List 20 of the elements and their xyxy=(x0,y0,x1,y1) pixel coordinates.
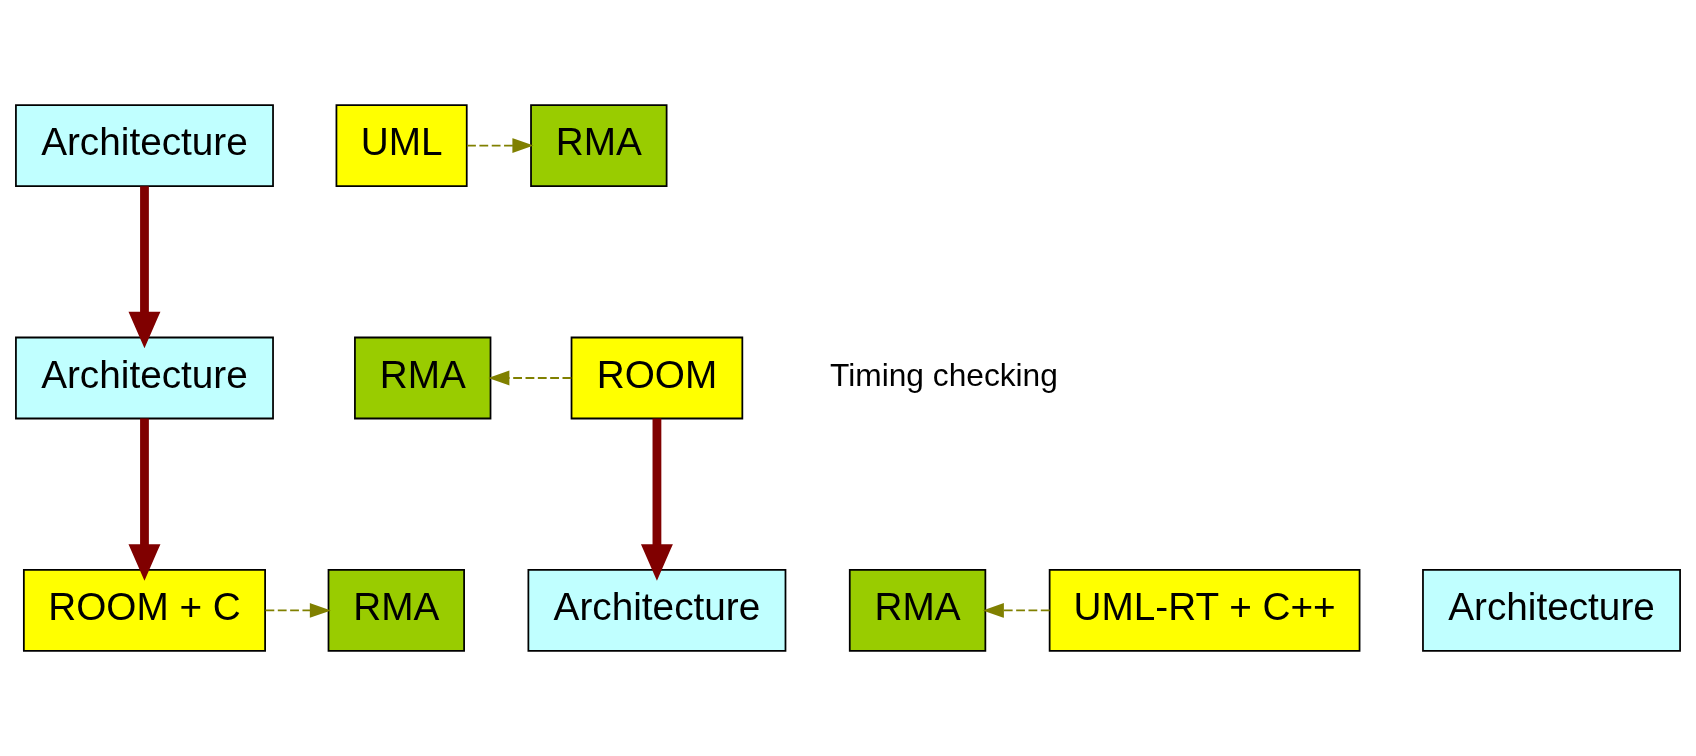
arrow xyxy=(982,603,1051,618)
arrow xyxy=(128,186,161,349)
node-box: Architecture xyxy=(527,569,787,652)
node-box: UML xyxy=(335,104,468,187)
node-box: RMA xyxy=(327,569,465,652)
node-box: RMA xyxy=(848,569,987,652)
arrow xyxy=(488,370,573,386)
node-box: Architecture xyxy=(1422,569,1681,652)
node-box: ROOM + C xyxy=(22,569,266,652)
node-box: Architecture xyxy=(15,104,274,187)
node-box: ROOM xyxy=(570,336,744,420)
arrow xyxy=(128,418,161,581)
node-box: RMA xyxy=(354,336,492,420)
label: Timing checking xyxy=(830,356,1058,393)
node-box: UML-RT + C++ xyxy=(1048,569,1361,652)
arrow xyxy=(466,138,534,153)
node-box: Architecture xyxy=(15,336,274,420)
arrow xyxy=(264,603,331,618)
arrow xyxy=(640,418,673,581)
node-box: RMA xyxy=(530,104,668,187)
